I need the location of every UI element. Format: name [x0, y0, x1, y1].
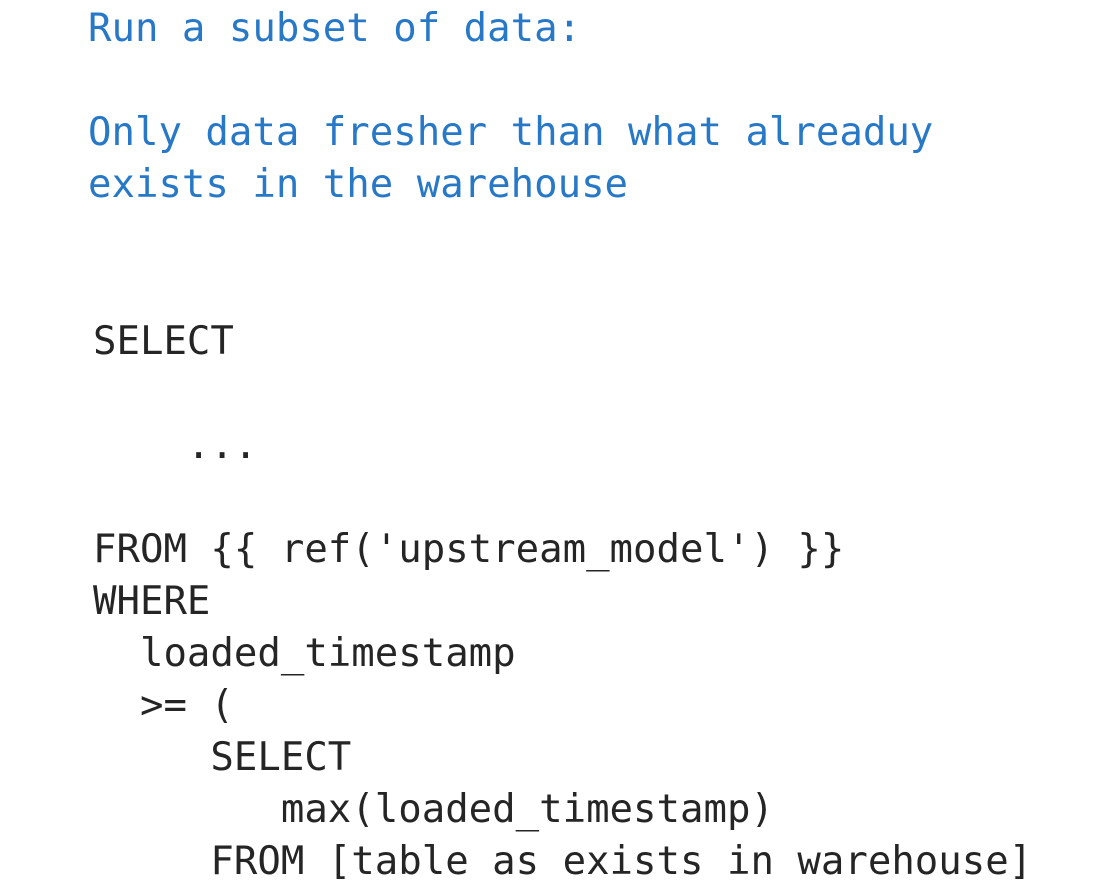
sql-code-block: SELECT ... FROM {{ ref('upstream_model')… [93, 319, 1033, 884]
slide-title: Run a subset of data: [88, 6, 582, 51]
slide-subtitle: Only data fresher than what alreaduy exi… [88, 110, 934, 207]
